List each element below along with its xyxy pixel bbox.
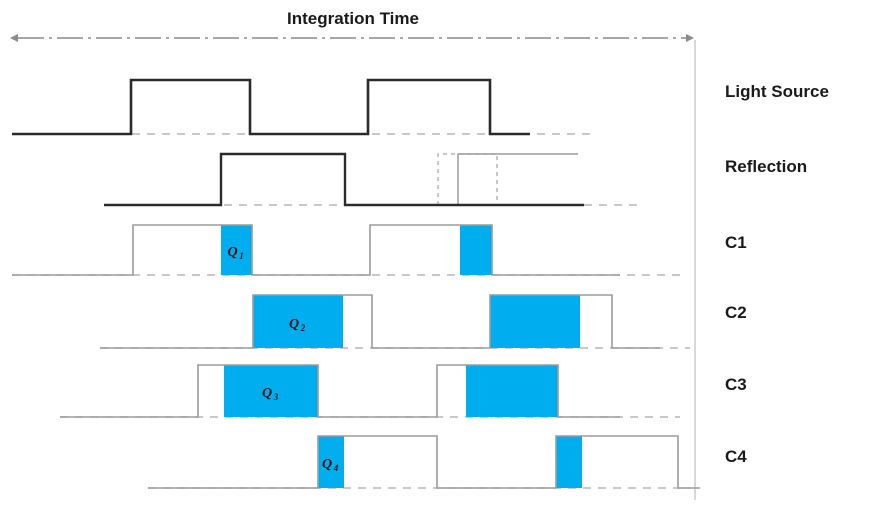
charge-label-subscript: 3	[273, 392, 279, 402]
charge-block	[460, 225, 492, 275]
charge-label-subscript: 4	[333, 463, 339, 473]
pulse-outline	[104, 152, 584, 207]
row-label-reflection: Reflection	[725, 157, 807, 176]
charge-block	[466, 365, 558, 417]
charge-label-subscript: 2	[300, 323, 306, 333]
pulse-outline	[100, 294, 660, 349]
ghost-pulse-solid	[436, 153, 578, 206]
integration-time-axis	[10, 34, 696, 500]
charge-block	[224, 365, 318, 417]
charge-block	[490, 295, 580, 348]
row-label-c4: C4	[725, 447, 747, 466]
pulse-outline	[60, 364, 620, 418]
ghost-pulse-outline	[437, 153, 498, 205]
row-label-c3: C3	[725, 375, 747, 394]
charge-block	[318, 436, 344, 488]
charge-block	[253, 295, 343, 348]
charge-label-subscript: 1	[239, 251, 244, 261]
charge-block	[221, 225, 252, 275]
row-label-c2: C2	[725, 303, 747, 322]
charge-block	[556, 436, 582, 488]
pulse-outline	[12, 224, 620, 276]
waveform-row-light-source	[12, 78, 590, 136]
charge-label: Q	[262, 386, 272, 401]
pulse-outline	[148, 435, 700, 489]
row-label-c1: C1	[725, 233, 747, 252]
row-label-light-source: Light Source	[725, 82, 829, 101]
pulse-outline	[12, 78, 530, 136]
charge-label: Q	[322, 457, 332, 472]
charge-label: Q	[289, 317, 299, 332]
charge-label: Q	[227, 245, 237, 260]
waveform-row-reflection	[104, 152, 644, 207]
page-title: Integration Time	[287, 9, 419, 28]
